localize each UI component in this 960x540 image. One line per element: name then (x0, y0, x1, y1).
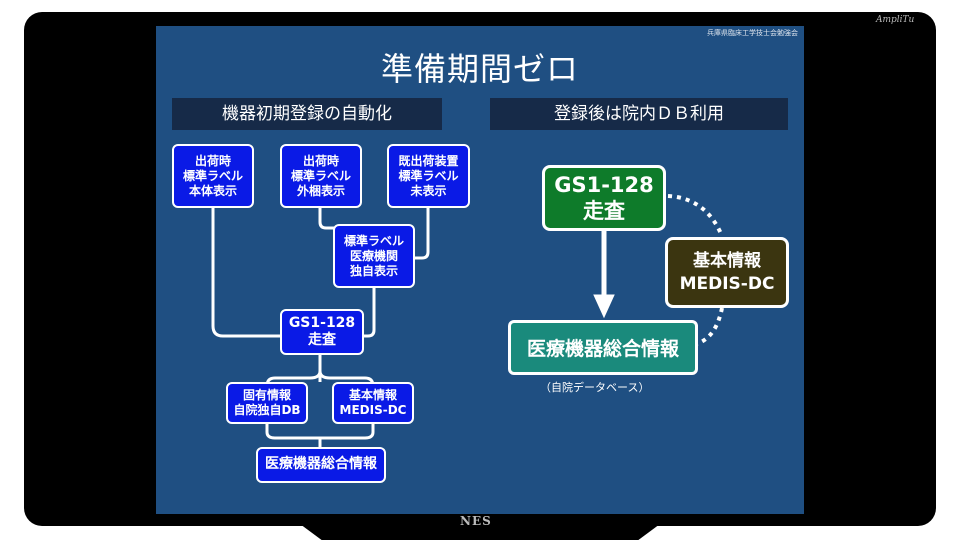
box-own-db: 固有情報 自院独自DB (226, 382, 308, 424)
box-text-line: 未表示 (410, 183, 447, 198)
presentation-slide: 兵庫県臨床工学技士会勉強会 準備期間ゼロ 機器初期登録の自動化 登録後は院内ＤＢ… (156, 26, 804, 514)
box-text-line: 独自表示 (349, 263, 398, 278)
box-hospital-label: 標準ラベル 医療機関 独自表示 (333, 224, 415, 288)
box-text-line: 走査 (308, 332, 336, 348)
box-text-line: GS1-128 (554, 172, 654, 197)
right-section-header: 登録後は院内ＤＢ利用 (490, 98, 788, 130)
slide-title: 準備期間ゼロ (380, 50, 579, 88)
box-text-line: 既出荷装置 (398, 153, 459, 168)
box-text-line: 標準ラベル (343, 233, 404, 248)
box-text-line: 出荷時 (194, 153, 231, 168)
box-text-line: 標準ラベル (290, 168, 351, 183)
box-medis-dc: 基本情報 MEDIS-DC (332, 382, 414, 424)
box-text-line: 外梱表示 (296, 183, 345, 198)
box-device-total-info: 医療機器総合情報 (256, 447, 386, 483)
monitor-stand (300, 524, 660, 540)
slide-credit: 兵庫県臨床工学技士会勉強会 (707, 29, 798, 37)
box-text-line: 医療機器総合情報 (526, 338, 679, 360)
box-text-line: MEDIS-DC (679, 273, 775, 294)
box-text-line: 固有情報 (242, 388, 291, 402)
box-text-line: GS1-128 (288, 314, 356, 331)
box-body-label: 出荷時 標準ラベル 本体表示 (172, 144, 254, 208)
box-text-line: 標準ラベル (398, 168, 459, 183)
scan-box-right: GS1-128 走査 (542, 165, 666, 231)
box-text-line: 自院独自DB (233, 403, 301, 417)
box-text-line: 標準ラベル (182, 168, 243, 183)
box-text-line: MEDIS-DC (339, 403, 407, 417)
monitor-brand-label: NES (460, 514, 492, 528)
box-outer-label: 出荷時 標準ラベル 外梱表示 (280, 144, 362, 208)
medis-box-right: 基本情報 MEDIS-DC (665, 237, 789, 308)
corner-watermark: AmpliTu (876, 15, 915, 25)
total-info-caption: （自院データベース） (540, 381, 650, 394)
left-section-header: 機器初期登録の自動化 (172, 98, 442, 130)
left-flow-connectors (211, 194, 724, 447)
box-text-line: 医療機器総合情報 (265, 456, 377, 473)
box-text-line: 基本情報 (693, 251, 761, 272)
box-gs1-scan: GS1-128 走査 (280, 309, 364, 355)
box-text-line: 本体表示 (188, 183, 237, 198)
box-text-line: 基本情報 (348, 388, 397, 402)
box-text-line: 医療機関 (349, 248, 398, 263)
box-existing-device: 既出荷装置 標準ラベル 未表示 (387, 144, 470, 208)
box-text-line: 出荷時 (302, 153, 339, 168)
total-info-box-right: 医療機器総合情報 (508, 320, 698, 375)
box-text-line: 走査 (583, 199, 625, 223)
